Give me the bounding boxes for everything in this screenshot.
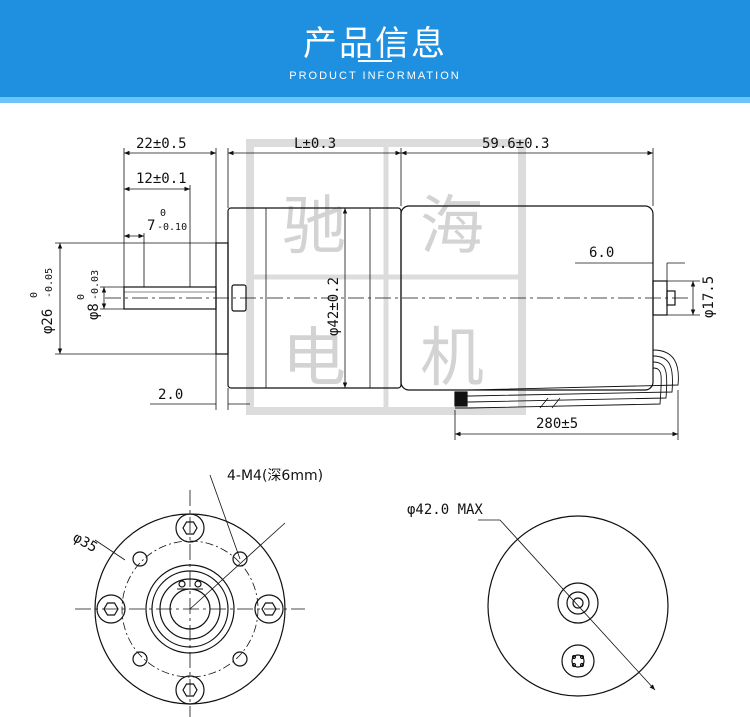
page-subtitle: PRODUCT INFORMATION (289, 70, 461, 82)
rear-shaft (666, 290, 676, 306)
m4-hole (232, 651, 248, 667)
front-view (75, 474, 305, 717)
lead-wire (455, 349, 679, 391)
rear-boss-diameter-label: φ17.5 (701, 276, 717, 318)
flat-length-label: 12±0.1 (136, 171, 187, 187)
page-title: 产品信息 (303, 24, 447, 64)
rear-view (478, 515, 669, 697)
m4-hole (232, 551, 248, 567)
pcd-label: φ35 (70, 530, 100, 557)
flange-thickness-label: 2.0 (158, 387, 183, 403)
hex-screw (254, 594, 284, 624)
flange-outer (145, 564, 235, 654)
shaft-diameter-label: φ8 (86, 303, 102, 320)
m4-hole (132, 551, 148, 567)
side-view (105, 205, 690, 409)
motor-length-label: 59.6±0.3 (482, 136, 549, 152)
flange-tol-lower: -0.05 (44, 268, 55, 298)
front-flange (215, 242, 229, 355)
key-offset-label: 7 (147, 218, 155, 234)
terminal-pad (561, 644, 595, 678)
hole-callout-label: 4-M4(深6mm) (227, 468, 323, 484)
lead-length-label: 280±5 (536, 416, 578, 432)
shaft-tol-lower: -0.03 (90, 270, 101, 300)
key-offset-tol-upper: 0 (160, 208, 166, 219)
gearbox-screw (231, 284, 247, 312)
rear-boss-face (557, 582, 599, 624)
shaft-length-label: 22±0.5 (136, 136, 187, 152)
key-offset-tol-lower: -0.10 (157, 222, 187, 233)
hex-screw (96, 594, 126, 624)
shaft-tol-upper: 0 (76, 294, 87, 300)
watermark-char: 电 (282, 322, 346, 396)
watermark-char: 海 (420, 190, 484, 264)
flange-diameter-label: φ26 (40, 309, 56, 334)
gearbox-length-label: L±0.3 (294, 136, 336, 152)
header-stripe (0, 97, 750, 103)
flange-tol-upper: 0 (29, 292, 40, 298)
m4-hole (132, 651, 148, 667)
watermark-char: 驰 (282, 190, 346, 264)
rear-boss-length-label: 6.0 (589, 245, 614, 261)
motor-end-cap (487, 515, 669, 697)
hex-screw (175, 513, 205, 543)
hex-screw (175, 675, 205, 705)
header-banner (0, 0, 750, 97)
header-rule (358, 60, 392, 62)
watermark-char: 机 (420, 322, 484, 396)
wire-connector (454, 391, 468, 407)
rear-diameter-label: φ42.0 MAX (407, 502, 483, 518)
body-diameter-label: φ42±0.2 (326, 277, 342, 336)
dimension-lines (55, 148, 700, 440)
pitch-circle (121, 540, 259, 678)
watermark-stamp: 驰 海 电 机 (246, 139, 526, 415)
